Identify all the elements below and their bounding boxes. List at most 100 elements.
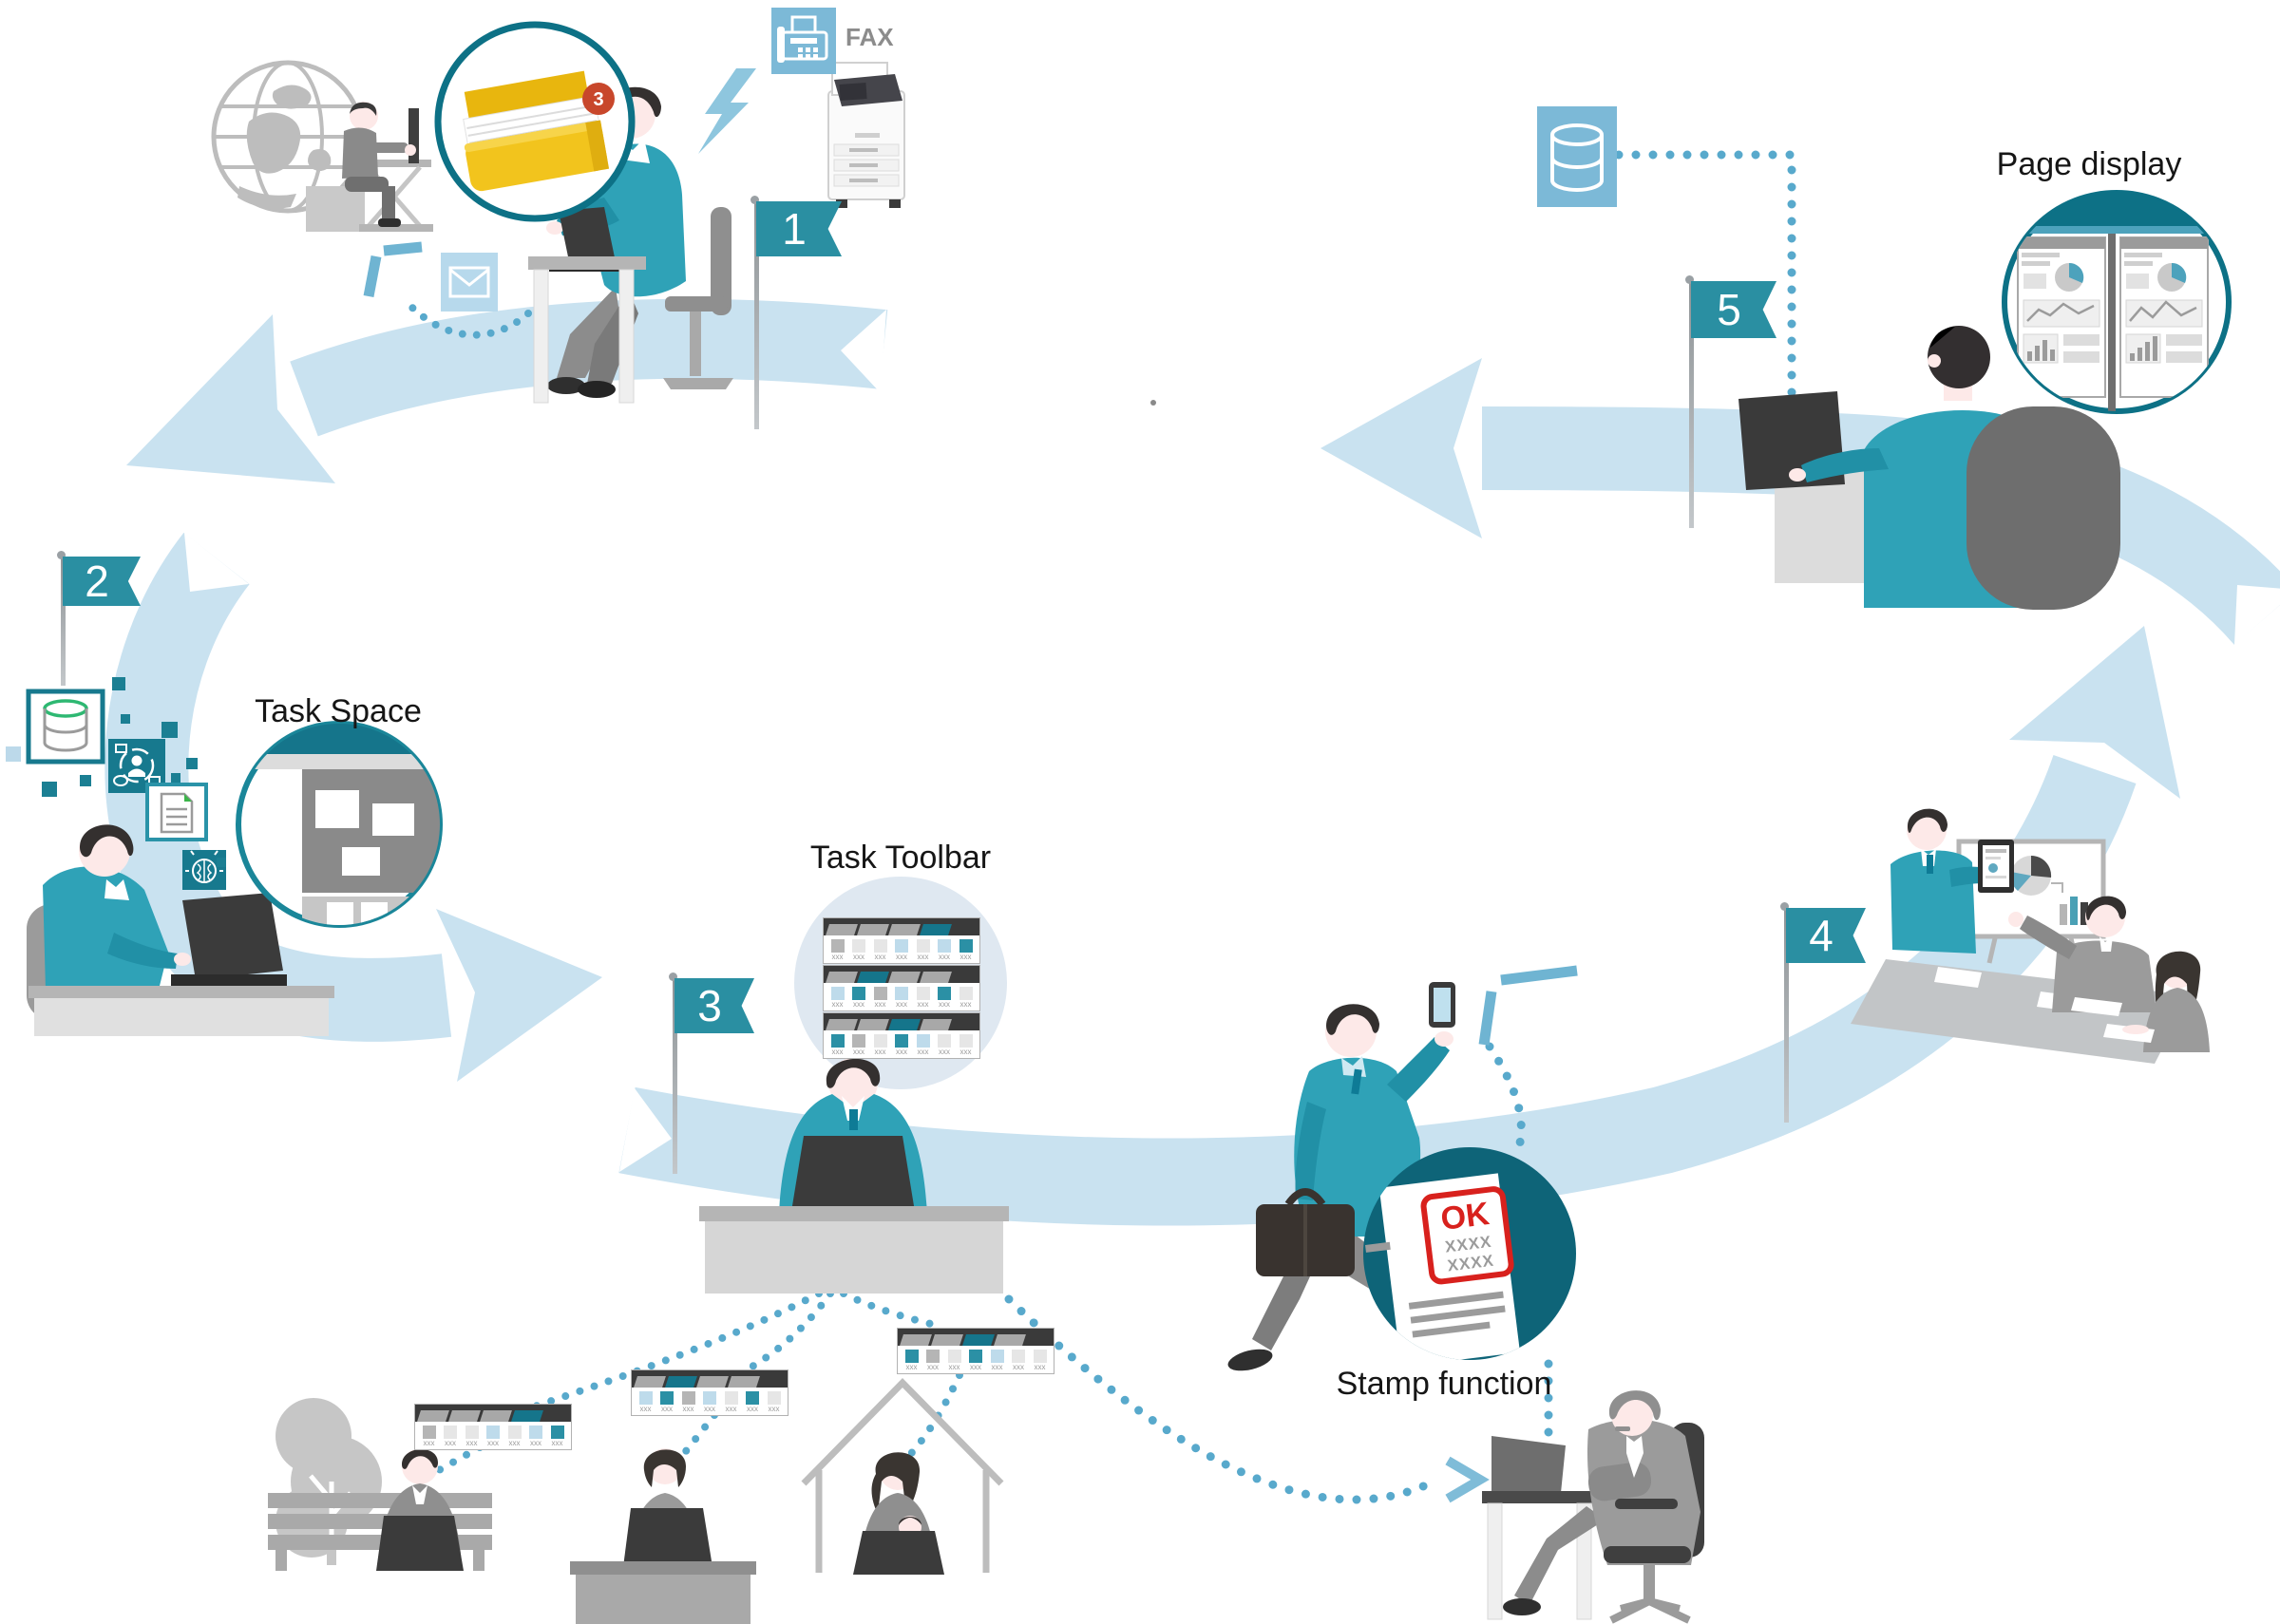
toolbar-cell: xxx xyxy=(1010,1350,1028,1371)
flag-2-number: 2 xyxy=(85,557,109,606)
toolbar-cell: xxx xyxy=(957,939,975,961)
flag-2-pin xyxy=(57,551,66,559)
toolbar-cell: xxx xyxy=(936,939,954,961)
chevron-into-laptop xyxy=(1445,1456,1490,1503)
scatter-squares xyxy=(6,677,226,867)
flag-4-number: 4 xyxy=(1809,911,1834,960)
toolbar-cell: xxx xyxy=(902,1350,921,1371)
toolbar-tabs xyxy=(898,1329,1054,1346)
database-dotted-line xyxy=(1614,150,1796,413)
send-arrow-mail xyxy=(363,241,423,298)
attendee-man xyxy=(2008,896,2156,1016)
flag-1: 1 xyxy=(756,201,842,256)
flag-3: 3 xyxy=(674,978,754,1033)
person-5-viewer xyxy=(1738,326,2120,610)
presenter xyxy=(1890,808,2014,954)
toolbar-cell: xxx xyxy=(1031,1350,1049,1371)
toolbar-tabs xyxy=(824,966,979,983)
flag-3-pin xyxy=(669,973,677,981)
fax-label: FAX xyxy=(846,23,894,51)
toolbar-cell: xxx xyxy=(914,1034,932,1056)
band-c-tail-notch xyxy=(619,1088,672,1172)
flag-4-pole xyxy=(1784,908,1789,1123)
toolbar-cell: xxx xyxy=(914,987,932,1009)
toolbar-cell: xxx xyxy=(871,987,889,1009)
flag-4: 4 xyxy=(1786,908,1866,963)
flag-5-pole xyxy=(1689,281,1694,528)
toolbar-tabs xyxy=(824,1013,979,1030)
toolbar-cell: xxx xyxy=(988,1350,1006,1371)
globe xyxy=(211,60,365,214)
toolbar-cell: xxx xyxy=(850,987,868,1009)
toolbar-cell: xxx xyxy=(744,1391,762,1413)
toolbar-tabs xyxy=(415,1405,571,1422)
flag-4-pin xyxy=(1780,902,1789,911)
toolbar-cell: xxx xyxy=(945,1350,963,1371)
remote-toolbar-strip-2: xxx xxx xxx xxx xxx xxx xxx xyxy=(631,1369,788,1416)
toolbar-cell: xxx xyxy=(420,1426,438,1447)
multifunction-printer xyxy=(827,62,905,208)
task-toolbar-label: Task Toolbar xyxy=(809,840,992,876)
toolbar-cell: xxx xyxy=(828,987,846,1009)
flag-1-pin xyxy=(750,196,759,204)
brain-icon xyxy=(182,850,226,890)
toolbar-cell: xxx xyxy=(484,1426,503,1447)
data-source-icons xyxy=(6,677,226,890)
flag-2: 2 xyxy=(63,557,141,606)
flag-1-number: 1 xyxy=(782,204,807,254)
mail-dotted-arc xyxy=(403,298,532,339)
document-icon xyxy=(145,783,208,841)
toolbar-cell: xxx xyxy=(967,1350,985,1371)
toolbar-cell: xxx xyxy=(505,1426,523,1447)
tray-badge-count: 3 xyxy=(593,89,603,110)
toolbar-cell: xxx xyxy=(828,939,846,961)
page-display-circle xyxy=(2002,190,2232,414)
stamp-function-label: Stamp function xyxy=(1336,1366,1552,1402)
inbox-tray-circle: 3 xyxy=(434,21,636,222)
toolbar-cell: xxx xyxy=(679,1391,697,1413)
toolbar-cell: xxx xyxy=(658,1391,676,1413)
database-icon-left xyxy=(26,689,105,765)
task-space-label: Task Space xyxy=(255,693,422,729)
tray-badge xyxy=(582,83,615,115)
toolbar-cell: xxx xyxy=(914,939,932,961)
toolbar-cell: xxx xyxy=(893,987,911,1009)
flag-3-pole xyxy=(673,978,677,1174)
stamp-function-circle: OK XXXX XXXX xyxy=(1363,1147,1576,1360)
toolbar-cell: xxx xyxy=(442,1426,460,1447)
remote-worker-desk xyxy=(570,1448,756,1624)
toolbar-cell: xxx xyxy=(463,1426,481,1447)
desk-to-remote2-dotted xyxy=(747,1290,834,1371)
flag-1-pole xyxy=(754,201,759,429)
person-1-desk-worker xyxy=(528,86,733,404)
toolbar-cell: xxx xyxy=(850,1034,868,1056)
task-toolbar-strip-2: xxx xxx xxx xxx xxx xxx xxx xyxy=(823,965,980,1011)
toolbar-cell: xxx xyxy=(850,939,868,961)
flag-5: 5 xyxy=(1691,281,1776,338)
toolbar-cell: xxx xyxy=(893,1034,911,1056)
flag-5-number: 5 xyxy=(1717,285,1741,334)
flag-5-pin xyxy=(1685,275,1694,284)
send-arrow-phone xyxy=(1478,965,1578,1046)
desk-to-remote1-dotted xyxy=(517,1290,823,1415)
reviewer-at-desk xyxy=(1482,1390,1704,1624)
attendee-woman xyxy=(2103,951,2210,1052)
stamped-document: OK XXXX XXXX xyxy=(1364,1173,1520,1360)
task-toolbar-strip-3: xxx xxx xxx xxx xxx xxx xxx xyxy=(823,1012,980,1059)
toolbar-cell: xxx xyxy=(936,1034,954,1056)
page-right xyxy=(2119,236,2209,398)
toolbar-cell: xxx xyxy=(893,939,911,961)
stray-dot xyxy=(1150,400,1156,406)
toolbar-cell: xxx xyxy=(548,1426,566,1447)
toolbar-cell: xxx xyxy=(722,1391,740,1413)
flag-3-number: 3 xyxy=(697,981,722,1030)
document-tray-icon xyxy=(463,70,610,192)
band-a-tail-notch xyxy=(841,310,886,393)
band-d-tail-notch xyxy=(2234,585,2280,645)
meeting-scene xyxy=(1851,808,2210,1064)
toolbar-cell: xxx xyxy=(924,1350,942,1371)
toolbar-cell: xxx xyxy=(765,1391,783,1413)
toolbar-cell: xxx xyxy=(957,987,975,1009)
